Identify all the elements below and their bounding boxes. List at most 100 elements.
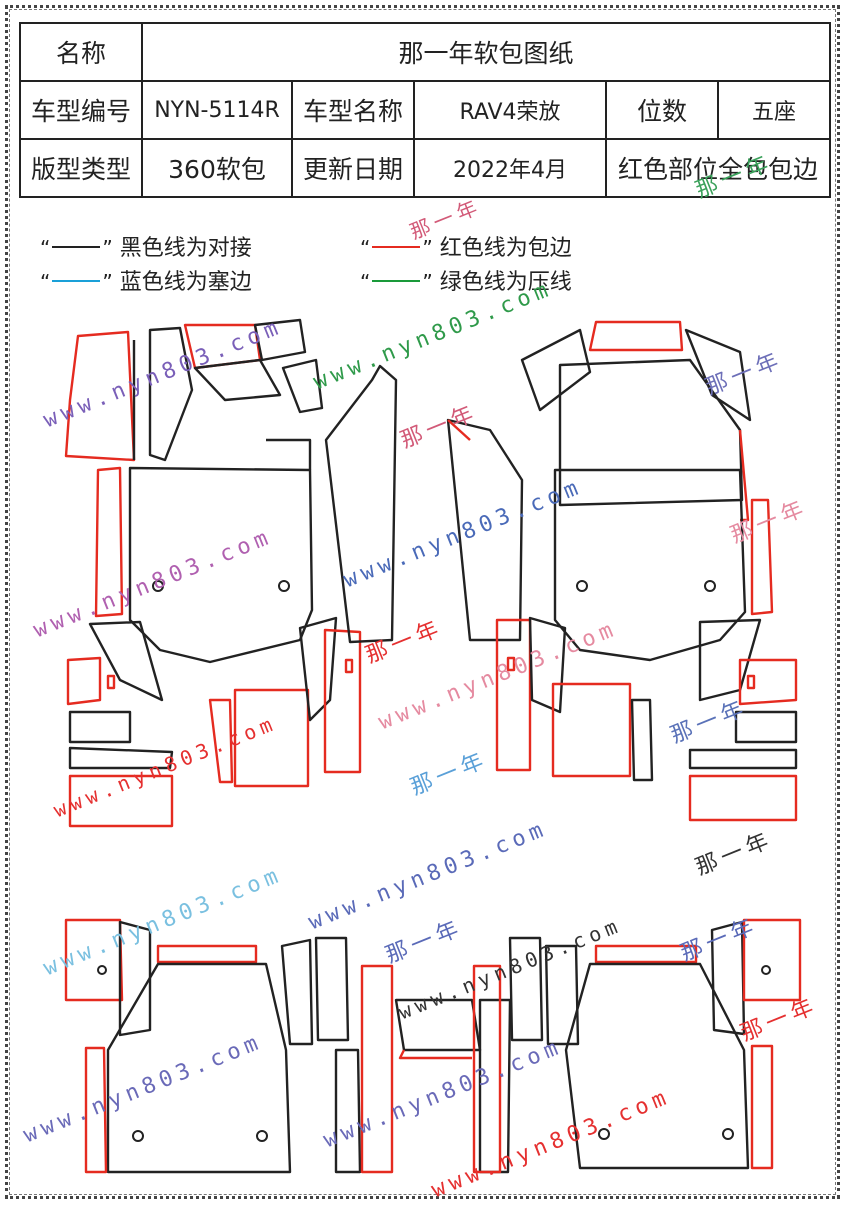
piece-fr-pillar-r — [684, 328, 752, 422]
piece-fl-pedal-b — [233, 688, 310, 788]
piece-fl-floor-hole-a — [152, 580, 164, 592]
piece-fr-top-a — [588, 320, 684, 352]
spec-row-model: 车型编号 NYN-5114R 车型名称 RAV4荣放 位数 五座 — [19, 80, 832, 140]
piece-fl-side-lower — [94, 466, 124, 618]
piece-fl-floor-hole-b — [278, 580, 290, 592]
piece-fr-floor-upper — [558, 358, 744, 507]
piece-fr-pillar-l — [520, 328, 592, 412]
piece-rl-side-a-hole — [97, 965, 107, 975]
piece-rr-side-a-hole — [761, 965, 771, 975]
red-line-swatch — [372, 246, 421, 248]
model-no: NYN-5114R — [141, 80, 293, 140]
spec-row-name: 名称 那一年软包图纸 — [19, 22, 832, 82]
piece-fl-sill — [298, 616, 338, 722]
legend-black: “” 黑色线为对接 — [40, 236, 252, 261]
piece-fl-kick-a-slot — [106, 674, 116, 690]
green-line-swatch — [372, 280, 421, 282]
label-model-no: 车型编号 — [19, 80, 143, 140]
piece-fr-sill — [495, 618, 532, 772]
piece-fl-kick-b — [68, 710, 132, 744]
piece-rr-side-a — [742, 918, 802, 1002]
legend-red-text: 红色线为包边 — [439, 236, 572, 261]
piece-rr-top — [594, 944, 698, 964]
piece-fr-floor-hole-b — [704, 580, 716, 592]
piece-rr-pillar — [710, 920, 746, 1036]
piece-fr-tunnel-edge — [447, 419, 471, 441]
legend-blue: “” 蓝色线为塞边 — [40, 270, 252, 295]
piece-fr-kick-b — [734, 710, 798, 744]
piece-rl-floor — [106, 962, 292, 1174]
label-type: 版型类型 — [19, 138, 143, 198]
label-name: 名称 — [19, 22, 143, 82]
red-parts-note: 红色部位全包包边 — [604, 138, 832, 198]
piece-fr-sill-slot — [506, 656, 516, 672]
piece-rl-side-a — [64, 918, 124, 1002]
legend-green-text: 绿色线为压线 — [439, 270, 572, 295]
label-date: 更新日期 — [291, 138, 415, 198]
piece-fr-kick-c — [688, 748, 798, 770]
rear-right-set — [394, 918, 802, 1174]
piece-rr-center-edge — [398, 1049, 472, 1060]
piece-fl-sill-slot — [344, 658, 354, 674]
piece-rr-side-b — [750, 1044, 774, 1170]
piece-rl-mid-b — [314, 936, 350, 1042]
piece-fl-kick-a — [66, 656, 102, 706]
piece-fl-pillar — [148, 326, 194, 462]
piece-fr-kick-d — [688, 774, 798, 822]
piece-fl-tunnel — [281, 358, 324, 414]
piece-fl-kick-c — [68, 746, 174, 770]
piece-rl-mid-a — [280, 938, 314, 1046]
drawing-name: 那一年软包图纸 — [140, 22, 832, 82]
piece-fl-top-join — [193, 358, 282, 402]
piece-fr-floor-hole-a — [576, 580, 588, 592]
front-left-set — [64, 318, 398, 828]
piece-rl-tunnel — [360, 964, 394, 1174]
piece-fr-floor — [553, 468, 747, 662]
front-right-set — [446, 320, 798, 822]
spec-table: 名称 那一年软包图纸 车型编号 NYN-5114R 车型名称 RAV4荣放 位数… — [19, 22, 832, 198]
piece-fl-footwell-a — [88, 620, 164, 702]
piece-fr-pedal-a — [551, 682, 632, 778]
piece-fr-pedal-b — [630, 698, 654, 782]
page-border-inner — [9, 9, 836, 1195]
piece-rl-mid-c — [334, 1048, 362, 1174]
spec-row-type: 版型类型 360软包 更新日期 2022年4月 红色部位全包包边 — [19, 138, 832, 198]
legend-black-text: 黑色线为对接 — [119, 236, 252, 261]
piece-rl-pillar — [118, 920, 152, 1037]
piece-rr-floor-hole-b — [722, 1128, 734, 1140]
piece-rr-tunnel — [472, 964, 502, 1174]
piece-fr-tunnel — [446, 418, 524, 642]
legend-green: “” 绿色线为压线 — [360, 270, 572, 295]
pattern-type: 360软包 — [141, 138, 293, 198]
piece-fr-side-lower — [750, 498, 774, 616]
piece-fl-kick-d — [68, 774, 174, 828]
piece-rr-floor — [564, 962, 750, 1170]
legend-red: “” 红色线为包边 — [360, 236, 572, 261]
piece-fl-pedal-a — [208, 698, 234, 784]
piece-rr-mid-a — [508, 936, 544, 1042]
update-date: 2022年4月 — [413, 138, 607, 198]
piece-rl-floor-hole-b — [256, 1130, 268, 1142]
label-model-name: 车型名称 — [291, 80, 415, 140]
piece-fl-floor-join — [266, 438, 312, 470]
piece-fr-kick-a-slot — [746, 674, 756, 690]
legend-blue-text: 蓝色线为塞边 — [119, 270, 252, 295]
piece-rl-side-b — [84, 1046, 108, 1174]
rear-left-set — [64, 918, 394, 1174]
model-name: RAV4荣放 — [413, 80, 607, 140]
piece-fr-sill-b — [528, 616, 567, 714]
piece-rl-top — [156, 944, 258, 964]
piece-fr-kick-a — [738, 658, 798, 706]
page-border — [5, 5, 840, 1199]
piece-rr-mid-b — [544, 944, 580, 1046]
piece-fl-floor — [128, 466, 314, 664]
label-seats: 位数 — [605, 80, 719, 140]
piece-rr-floor-hole-a — [598, 1128, 610, 1140]
blue-line-swatch — [52, 280, 101, 282]
piece-fl-side-upper — [64, 330, 136, 462]
piece-fl-top-b — [253, 318, 307, 362]
black-line-swatch — [52, 246, 101, 248]
piece-rl-floor-hole-a — [132, 1130, 144, 1142]
seats: 五座 — [716, 80, 832, 140]
